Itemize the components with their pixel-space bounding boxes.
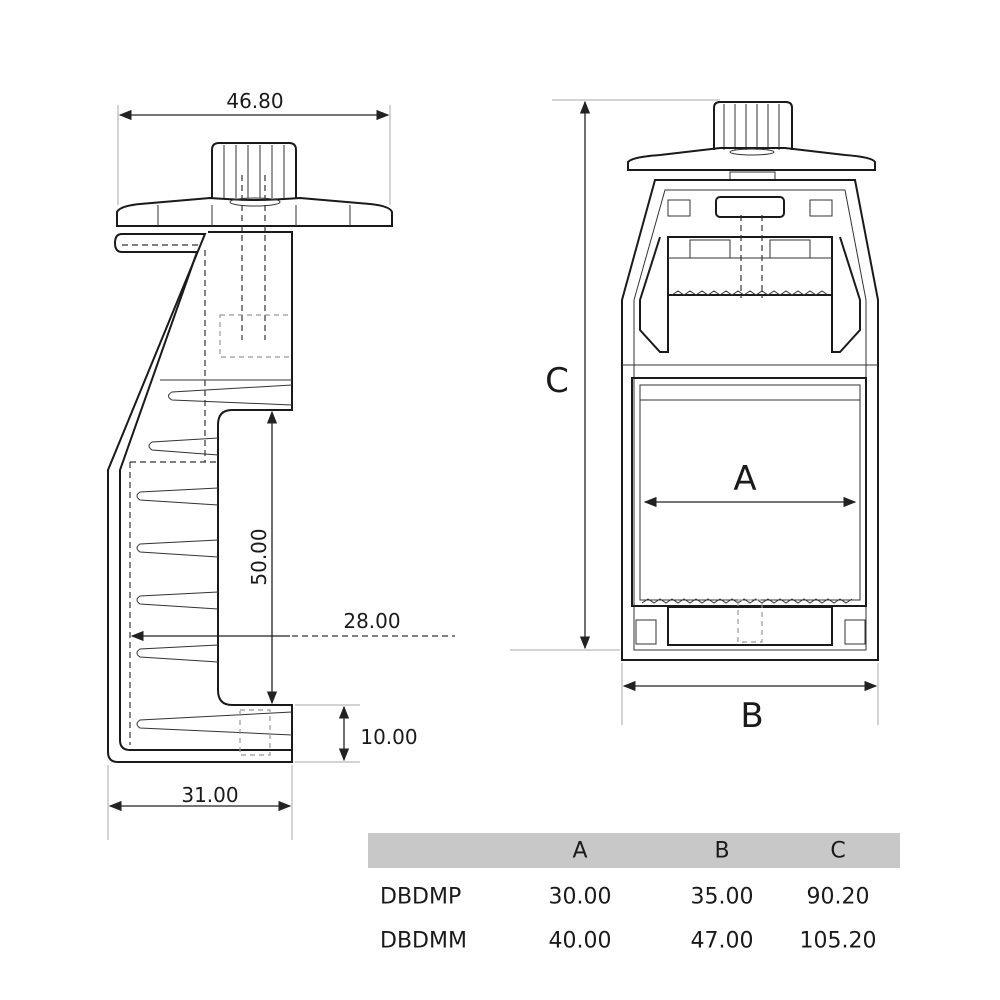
header-c: C [830, 838, 846, 863]
knob-front [627, 101, 876, 181]
dim-label-c: C [545, 361, 569, 401]
dim-label-width-top: 46.80 [226, 89, 283, 113]
table-row: DBDMM 40.00 47.00 105.20 [368, 919, 900, 963]
model-name: DBDMP [380, 884, 462, 910]
clamp-body-front [621, 179, 879, 661]
front-view: C [510, 99, 879, 736]
dim-label-b: B [740, 696, 763, 736]
value-c: 90.20 [806, 884, 870, 910]
value-b: 35.00 [690, 884, 754, 910]
value-c: 105.20 [799, 928, 877, 954]
side-view: 46.80 [107, 89, 455, 840]
bracket-body [107, 231, 293, 763]
table-header: A B C [368, 833, 900, 868]
dim-label-channel-height: 50.00 [247, 528, 271, 585]
table-row: DBDMP 30.00 35.00 90.20 [368, 875, 900, 919]
dim-label-depth: 28.00 [343, 609, 400, 633]
value-a: 30.00 [548, 884, 612, 910]
header-b: B [714, 838, 730, 863]
header-a: A [572, 838, 588, 863]
dim-label-a: A [733, 459, 756, 499]
value-b: 47.00 [690, 928, 754, 954]
knob [211, 142, 297, 198]
dim-label-lip: 10.00 [360, 725, 417, 749]
clamp-plate [116, 196, 393, 227]
value-a: 40.00 [548, 928, 612, 954]
model-name: DBDMM [380, 928, 467, 954]
dim-label-base-width: 31.00 [181, 783, 238, 807]
dimensions-table: A B C DBDMP 30.00 35.00 90.20 DBDMM 40.0… [368, 833, 900, 963]
